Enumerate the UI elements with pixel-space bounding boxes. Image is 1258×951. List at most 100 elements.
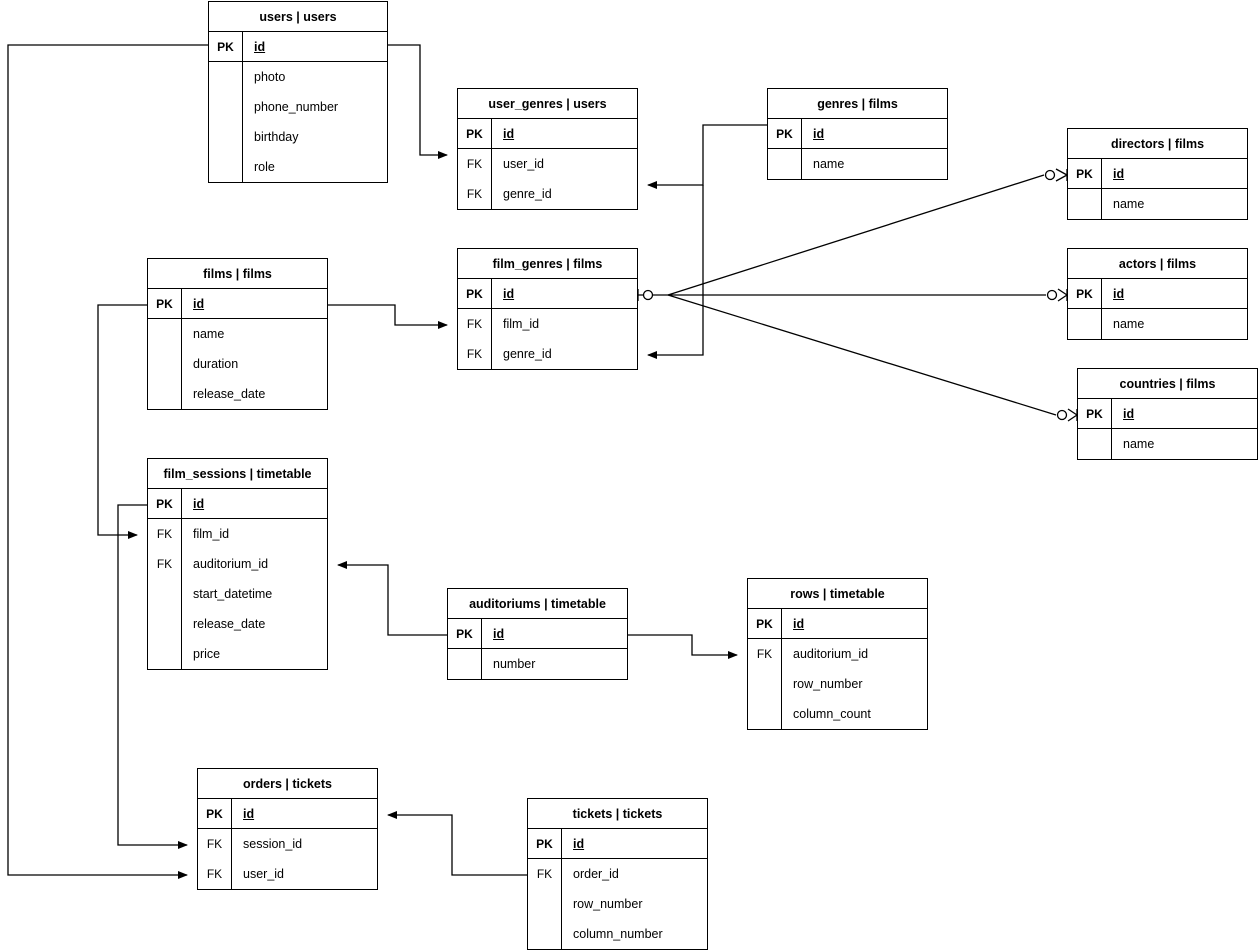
zero-or-many-circle-film-genres bbox=[642, 289, 654, 301]
field-key-badge: FK bbox=[458, 339, 492, 369]
field-row[interactable]: name bbox=[1068, 309, 1247, 339]
field-key-badge bbox=[148, 639, 182, 669]
field-row[interactable]: name bbox=[1078, 429, 1257, 459]
field-key-badge bbox=[1078, 429, 1112, 459]
wire-film-genres-to-directors bbox=[667, 174, 1045, 296]
field-name: user_id bbox=[243, 867, 284, 881]
field-name: id bbox=[493, 626, 505, 641]
field-name: id bbox=[503, 286, 515, 301]
field-row[interactable]: phone_number bbox=[209, 92, 387, 122]
field-name: price bbox=[193, 647, 221, 661]
wire-film-genres-to-countries bbox=[667, 294, 1057, 416]
field-name: film_id bbox=[503, 317, 540, 331]
field-row[interactable]: name bbox=[1068, 189, 1247, 219]
field-name: auditorium_id bbox=[193, 557, 269, 571]
field-row[interactable]: column_count bbox=[748, 699, 927, 729]
wire-films-to-film-genres bbox=[328, 304, 448, 329]
field-name: id bbox=[813, 126, 825, 141]
field-key-badge bbox=[148, 609, 182, 639]
field-row[interactable]: birthday bbox=[209, 122, 387, 152]
field-row[interactable]: release_date bbox=[148, 609, 327, 639]
entity-title-users: users | users bbox=[209, 2, 387, 32]
entity-title-films: films | films bbox=[148, 259, 327, 289]
field-row[interactable]: role bbox=[209, 152, 387, 182]
field-name: row_number bbox=[573, 897, 643, 911]
field-name: start_datetime bbox=[193, 587, 273, 601]
field-row[interactable]: column_number bbox=[528, 919, 707, 949]
field-row[interactable]: row_number bbox=[748, 669, 927, 699]
field-row[interactable]: start_datetime bbox=[148, 579, 327, 609]
field-key-badge: FK bbox=[748, 639, 782, 669]
field-name: role bbox=[254, 160, 275, 174]
field-row[interactable]: photo bbox=[209, 62, 387, 92]
field-name: id bbox=[1113, 166, 1125, 181]
field-key-badge: PK bbox=[1078, 399, 1112, 428]
field-key-badge bbox=[209, 152, 243, 182]
field-row[interactable]: name bbox=[768, 149, 947, 179]
field-row[interactable]: price bbox=[148, 639, 327, 669]
entity-title-tickets: tickets | tickets bbox=[528, 799, 707, 829]
field-name: duration bbox=[193, 357, 239, 371]
field-name: film_id bbox=[193, 527, 230, 541]
field-row[interactable]: name bbox=[148, 319, 327, 349]
field-key-badge bbox=[768, 149, 802, 179]
field-row[interactable]: row_number bbox=[528, 889, 707, 919]
field-key-badge: PK bbox=[198, 799, 232, 828]
field-key-badge bbox=[209, 122, 243, 152]
field-name: id bbox=[573, 836, 585, 851]
field-row[interactable]: number bbox=[448, 649, 627, 679]
field-key-badge bbox=[1068, 189, 1102, 219]
field-name: column_number bbox=[573, 927, 663, 941]
field-row[interactable]: release_date bbox=[148, 379, 327, 409]
field-row[interactable]: duration bbox=[148, 349, 327, 379]
field-key-badge bbox=[748, 699, 782, 729]
field-name: session_id bbox=[243, 837, 303, 851]
field-name: user_id bbox=[503, 157, 544, 171]
entity-title-user_genres: user_genres | users bbox=[458, 89, 637, 119]
field-key-badge: PK bbox=[148, 489, 182, 518]
field-name: name bbox=[193, 327, 225, 341]
field-key-badge: PK bbox=[209, 32, 243, 61]
